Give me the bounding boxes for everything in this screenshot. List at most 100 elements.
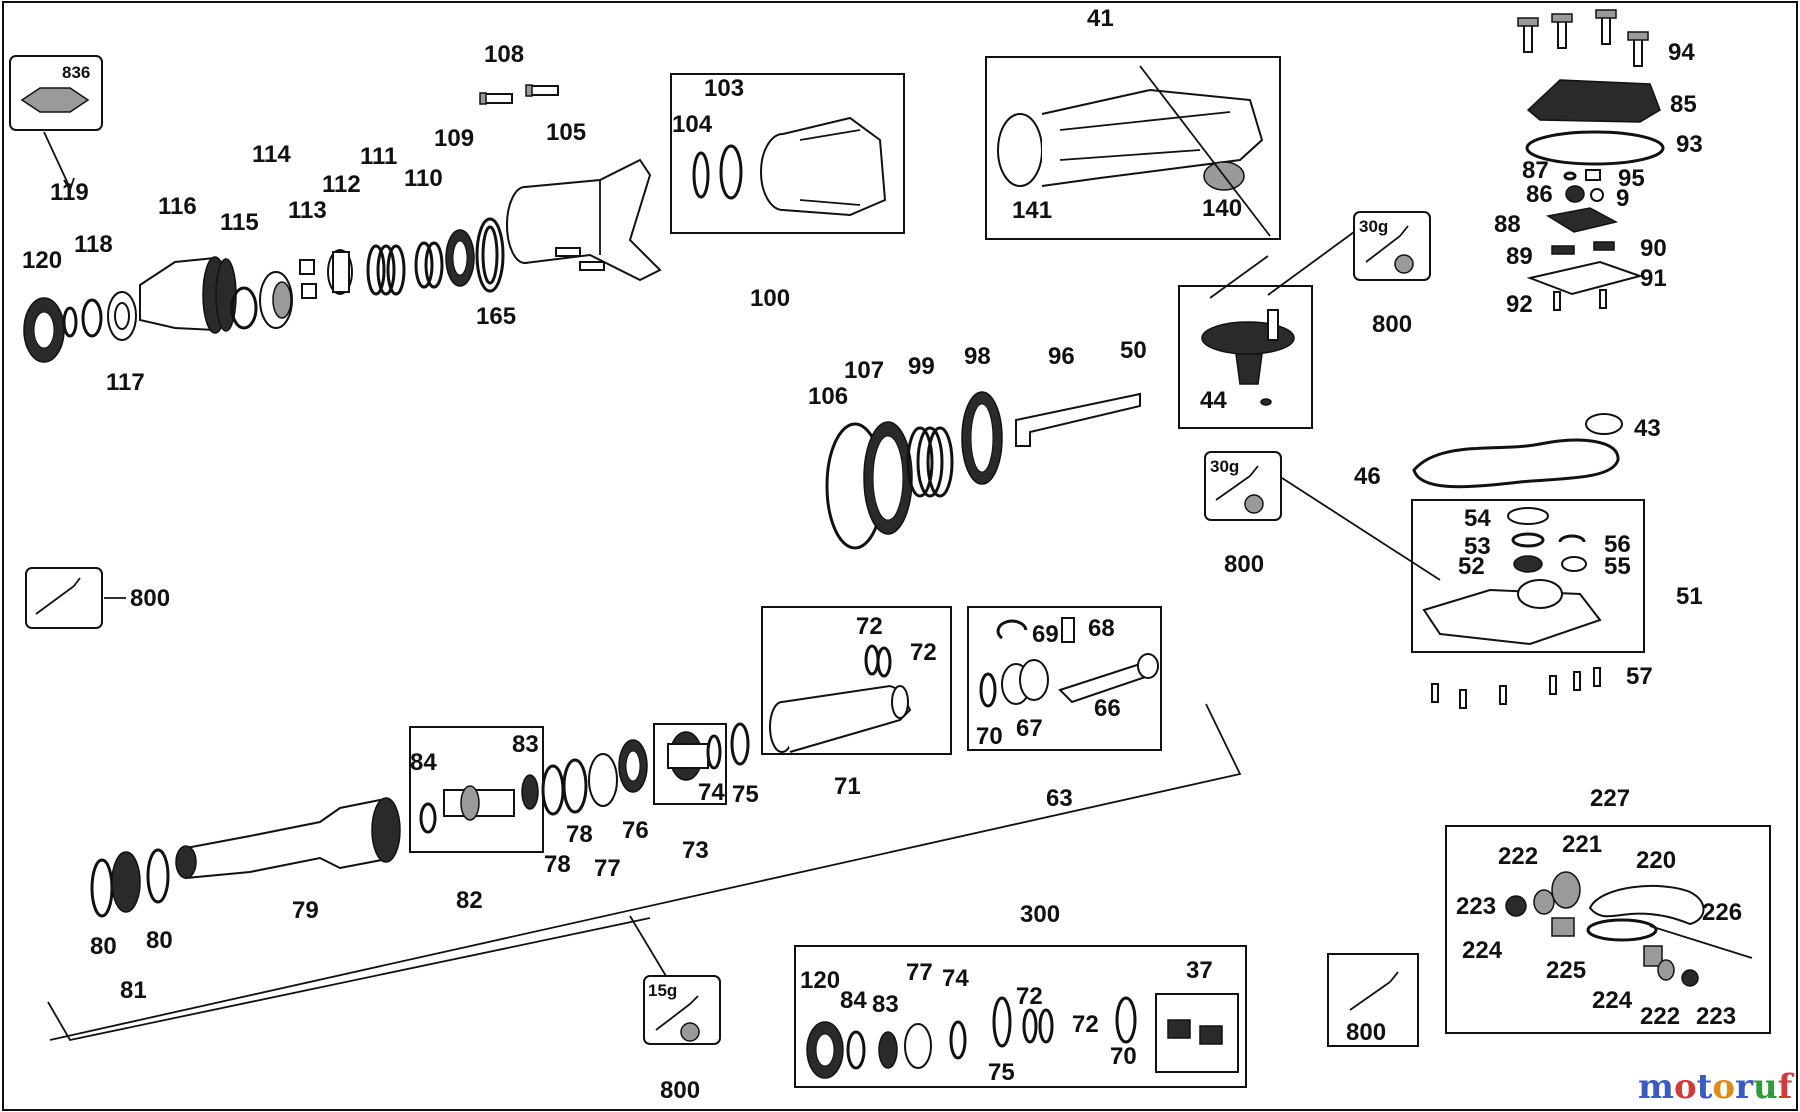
part-165 — [475, 217, 505, 293]
part-68 — [1061, 617, 1075, 643]
label-83: 83 — [512, 731, 539, 758]
label-117: 117 — [106, 369, 145, 396]
label-70-kit: 70 — [1110, 1043, 1137, 1070]
label-63: 63 — [1046, 785, 1073, 812]
label-30g-mid: 30g — [1210, 457, 1239, 476]
label-107: 107 — [844, 357, 884, 384]
part-107 — [863, 421, 913, 535]
label-110: 110 — [404, 165, 443, 192]
label-103: 103 — [704, 75, 744, 102]
part-103 — [719, 144, 743, 200]
part-86 — [1565, 185, 1585, 203]
grease-30g-top — [1353, 211, 1431, 281]
label-74-kit: 74 — [942, 965, 969, 992]
label-116: 116 — [158, 193, 197, 220]
part-115 — [230, 286, 258, 330]
grease-800-left — [25, 567, 103, 629]
label-54: 54 — [1464, 505, 1491, 532]
part-112 — [327, 249, 353, 295]
label-69: 69 — [1032, 621, 1059, 648]
part-43 — [1585, 413, 1623, 435]
label-120: 120 — [22, 247, 62, 274]
label-800-left: 800 — [130, 585, 170, 612]
label-70: 70 — [976, 723, 1003, 750]
part-70 — [979, 672, 997, 708]
watermark-letter: t — [1697, 1067, 1713, 1107]
part-75 — [730, 722, 750, 766]
label-73: 73 — [682, 837, 709, 864]
part-98 — [961, 391, 1003, 485]
part-116 — [139, 256, 237, 334]
part-75-kit — [992, 996, 1012, 1048]
box-41 — [985, 56, 1281, 240]
label-76: 76 — [622, 817, 649, 844]
part-88 — [1545, 207, 1619, 233]
label-80a: 80 — [90, 933, 117, 960]
label-55: 55 — [1604, 553, 1631, 580]
box-71 — [761, 606, 952, 755]
label-222a: 222 — [1498, 843, 1538, 870]
label-109: 109 — [434, 125, 474, 152]
part-119 — [62, 306, 78, 338]
label-37: 37 — [1186, 957, 1213, 984]
label-78a: 78 — [544, 851, 571, 878]
label-44: 44 — [1200, 387, 1227, 414]
label-114: 114 — [252, 141, 291, 168]
label-222b: 222 — [1640, 1003, 1680, 1030]
part-225 — [1586, 918, 1658, 942]
label-119: 119 — [50, 179, 89, 206]
part-67 — [1001, 659, 1049, 705]
label-53: 53 — [1464, 533, 1491, 560]
label-224a: 224 — [1462, 937, 1503, 964]
label-80b: 80 — [146, 927, 173, 954]
label-223b: 223 — [1696, 1003, 1736, 1030]
part-93 — [1525, 130, 1665, 166]
part-81 — [111, 851, 141, 913]
watermark-letter: m — [1638, 1067, 1674, 1107]
part-50-gear — [1201, 309, 1295, 385]
label-79: 79 — [292, 897, 319, 924]
label-89: 89 — [1506, 243, 1533, 270]
part-78b — [562, 758, 588, 814]
part-222b — [1657, 959, 1675, 981]
label-74: 74 — [698, 779, 725, 806]
part-52 — [1513, 555, 1543, 573]
part-57-screws — [1431, 667, 1601, 709]
part-221 — [1551, 871, 1581, 909]
part-220 — [1588, 884, 1705, 926]
watermark-letter: f — [1778, 1067, 1795, 1107]
label-78b: 78 — [566, 821, 593, 848]
watermark-letter: r — [1735, 1067, 1754, 1107]
part-94-screws — [1517, 9, 1649, 67]
label-93: 93 — [1676, 131, 1703, 158]
label-226: 226 — [1702, 899, 1742, 926]
label-100: 100 — [750, 285, 790, 312]
label-106: 106 — [808, 383, 848, 410]
label-141: 141 — [1012, 197, 1052, 224]
box-51 — [1411, 499, 1645, 653]
part-79 — [175, 797, 401, 880]
part-53 — [1511, 532, 1545, 548]
part-76 — [618, 739, 648, 793]
part-111 — [366, 244, 406, 296]
label-72-kit-b: 72 — [1072, 1011, 1099, 1038]
part-114 — [259, 271, 293, 329]
label-800-right: 800 — [1346, 1019, 1386, 1046]
label-51: 51 — [1676, 583, 1703, 610]
part-222 — [1533, 889, 1555, 915]
part-84-kit — [846, 1030, 866, 1070]
label-30g-top: 30g — [1359, 217, 1388, 236]
part-90 — [1593, 241, 1615, 251]
label-115: 115 — [220, 209, 259, 236]
label-220: 220 — [1636, 847, 1676, 874]
label-68: 68 — [1088, 615, 1115, 642]
label-108: 108 — [484, 41, 524, 68]
part-105 — [506, 158, 662, 282]
label-94: 94 — [1668, 39, 1695, 66]
label-104: 104 — [672, 111, 713, 138]
part-109 — [445, 229, 475, 287]
label-81: 81 — [120, 977, 147, 1004]
watermark-letter: u — [1753, 1067, 1778, 1107]
part-100 — [760, 116, 887, 217]
box-300 — [794, 945, 1247, 1088]
